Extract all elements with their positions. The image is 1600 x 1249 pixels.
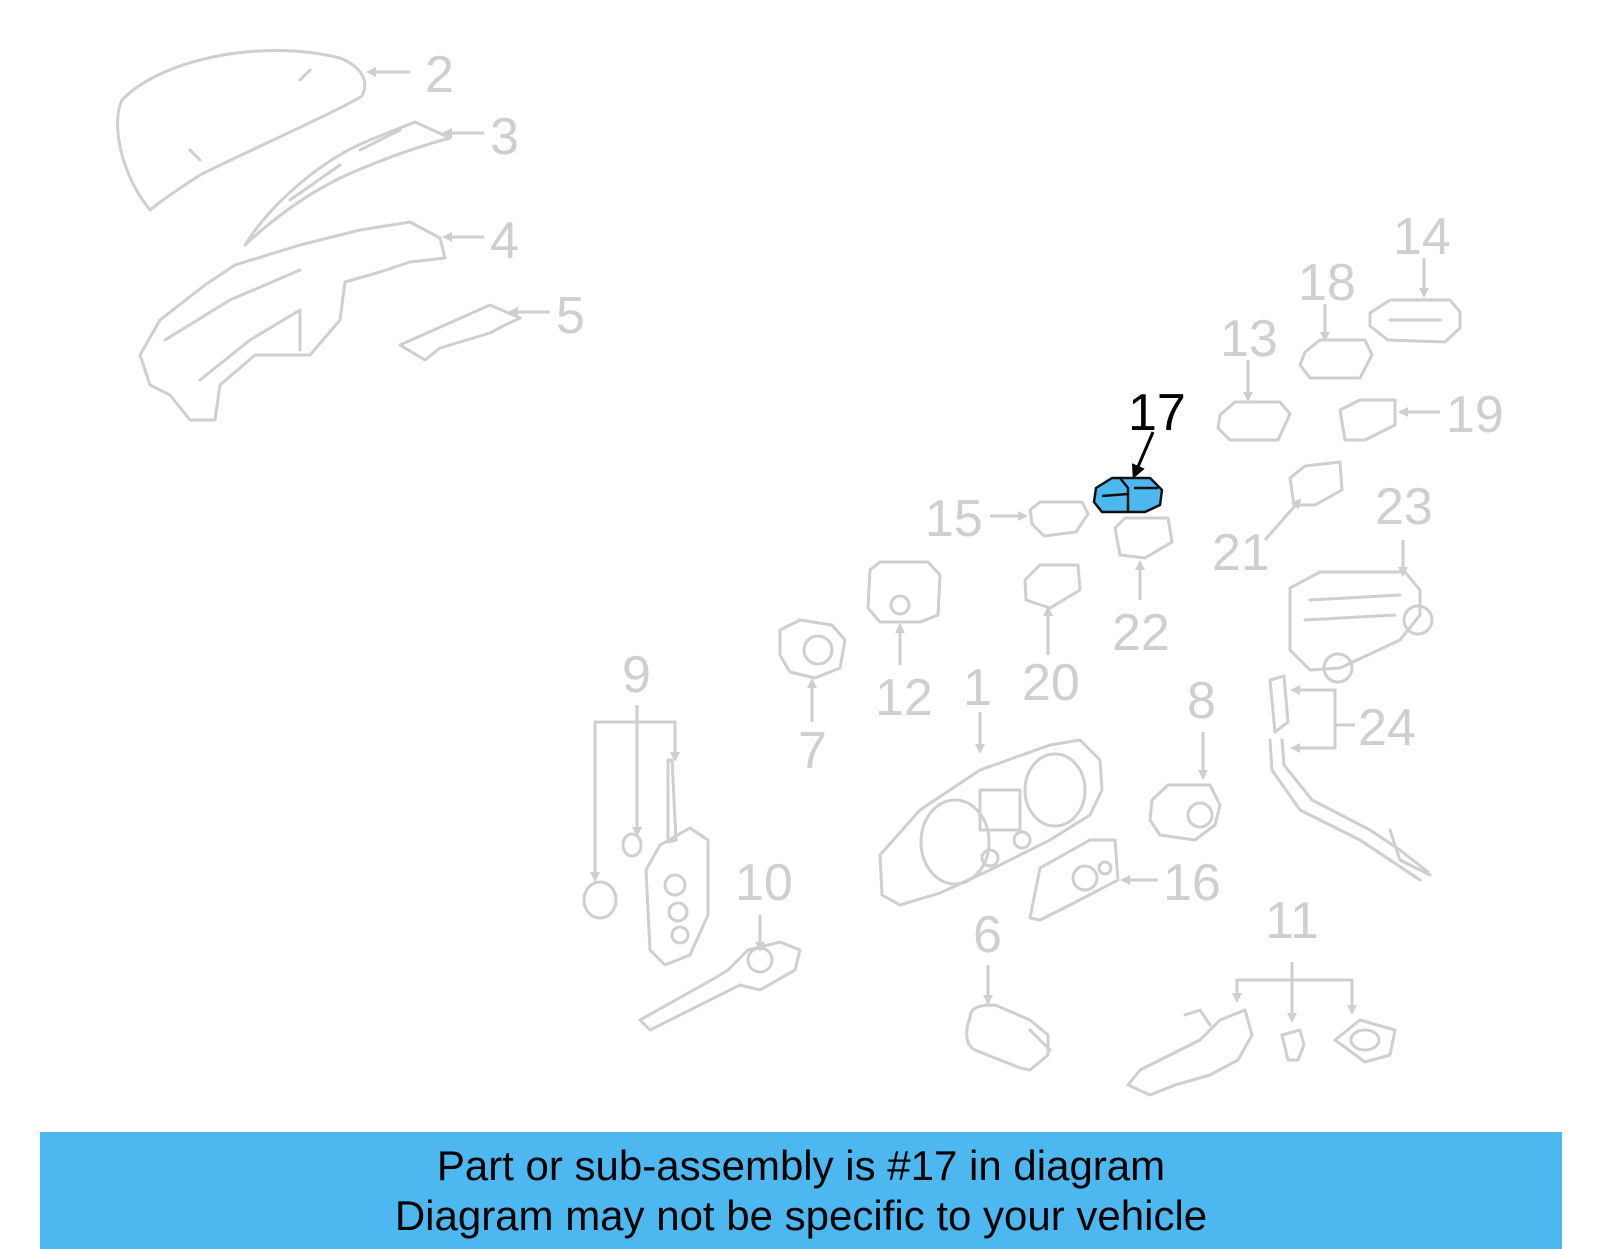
callout-20: 20	[1022, 654, 1080, 712]
callout-15: 15	[925, 490, 983, 548]
part-15-sensor	[990, 500, 1090, 538]
callout-22: 22	[1112, 604, 1170, 662]
callout-21: 21	[1212, 524, 1270, 582]
part-8-switch	[1148, 732, 1222, 842]
callout-9: 9	[622, 646, 651, 704]
part-9-key-battery	[582, 705, 710, 967]
banner-line-2: Diagram may not be specific to your vehi…	[394, 1191, 1208, 1239]
banner-line-1: Part or sub-assembly is #17 in diagram	[436, 1141, 1166, 1189]
part-18-switch	[1298, 304, 1374, 380]
part-1-instrument-cluster	[878, 712, 1104, 907]
part-16-switch-panel	[1028, 838, 1158, 922]
part-4-dash-carrier	[138, 220, 484, 422]
callout-13: 13	[1220, 310, 1278, 368]
callout-6: 6	[973, 906, 1002, 964]
callout-2: 2	[425, 46, 454, 104]
part-3-trim-strip	[243, 120, 484, 247]
callout-5: 5	[556, 287, 585, 345]
callout-4: 4	[490, 212, 519, 270]
callout-14: 14	[1393, 208, 1451, 266]
part-10-key-blade	[638, 915, 802, 1032]
callout-1: 1	[963, 659, 992, 717]
part-12-switch	[866, 560, 942, 665]
part-14-switch	[1368, 258, 1462, 344]
part-2-dash-cover	[116, 49, 410, 212]
part-22-switch	[1113, 516, 1174, 600]
part-5-bracket	[398, 303, 550, 362]
part-19-switch	[1338, 398, 1440, 442]
callout-18: 18	[1298, 254, 1356, 312]
parts-diagram: 2 3 4 5 14 18 13 19	[116, 46, 1504, 1097]
callout-8: 8	[1187, 672, 1216, 730]
part-7-knob	[778, 618, 847, 722]
part-24-sensor-cable	[1268, 674, 1432, 882]
callout-16: 16	[1163, 854, 1221, 912]
callout-10: 10	[735, 854, 793, 912]
callout-23: 23	[1375, 478, 1433, 536]
part-20-switch	[1023, 563, 1082, 655]
part-6-lamp-socket	[965, 965, 1052, 1072]
callout-17: 17	[1128, 384, 1186, 442]
part-23-climate-panel	[1288, 540, 1434, 684]
part-17-highlighted	[1092, 431, 1164, 514]
callout-3: 3	[490, 108, 519, 166]
part-13-switch	[1216, 360, 1292, 442]
callout-24: 24	[1358, 699, 1416, 757]
callout-19: 19	[1446, 386, 1504, 444]
callout-7: 7	[798, 722, 827, 780]
callout-12: 12	[875, 669, 933, 727]
caption-banner: Part or sub-assembly is #17 in diagram D…	[40, 1132, 1562, 1249]
callout-11: 11	[1265, 892, 1319, 950]
part-21-switch	[1263, 460, 1344, 541]
part-11-sensor-set	[1126, 962, 1397, 1097]
